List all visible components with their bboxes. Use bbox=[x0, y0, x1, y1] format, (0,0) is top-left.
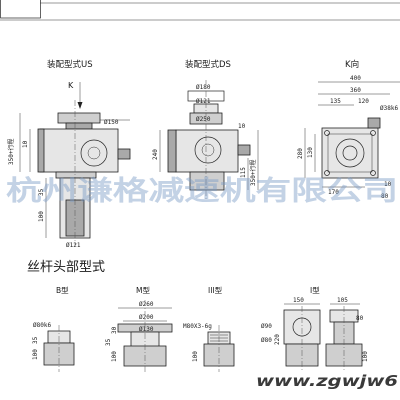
view-ds: 装配型式DS Ø180 Ø121 Ø250 240 115 350+行程 10 bbox=[152, 59, 259, 200]
i-dim-phi80: Ø80 bbox=[261, 337, 272, 344]
ds-dim-10: 10 bbox=[238, 123, 246, 130]
ds-dim-phi180: Ø180 bbox=[196, 84, 211, 91]
us-dim-10: 10 bbox=[22, 140, 29, 148]
k-arrow-label: K bbox=[68, 81, 74, 90]
us-top-flange bbox=[65, 122, 93, 130]
k-dim-130: 130 bbox=[307, 147, 314, 158]
type-b: B型 Ø80k6 100 35 bbox=[32, 286, 75, 372]
b-dim-phi80k6: Ø80k6 bbox=[33, 322, 51, 329]
k-bolt-hole-bl bbox=[324, 170, 330, 176]
k-dim-360: 360 bbox=[350, 87, 361, 94]
section-title: 丝杆头部型式 bbox=[27, 260, 105, 275]
b-dim-35: 35 bbox=[32, 336, 39, 344]
k-center-bore-inner bbox=[342, 145, 358, 161]
view-k-title: K向 bbox=[345, 59, 359, 70]
k-arrow-head bbox=[77, 102, 83, 109]
i-dim-105: 105 bbox=[337, 297, 348, 304]
watermark-company: 杭州谦格减速机有限公司 bbox=[6, 175, 398, 207]
view-us: 装配型式US K Ø150 350+行程 10 35 100 Ø121 bbox=[7, 59, 131, 249]
iii-dim-thread: M80X3-6g bbox=[183, 323, 212, 330]
ds-dim-350-stroke: 350+行程 bbox=[249, 160, 257, 186]
type-iii-label: III型 bbox=[208, 286, 223, 295]
k-bolt-hole-tr bbox=[370, 130, 376, 136]
b-block bbox=[43, 342, 75, 366]
view-us-title: 装配型式US bbox=[47, 59, 93, 70]
title-block-frame bbox=[0, 0, 400, 21]
us-input-shaft bbox=[117, 148, 131, 160]
type-i: I型 150 105 Ø90 Ø80 220 80 100 bbox=[261, 286, 369, 372]
k-shaft-stub bbox=[367, 117, 381, 129]
view-ds-title: 装配型式DS bbox=[185, 59, 231, 70]
i-dim-80: 80 bbox=[356, 315, 364, 322]
ds-dim-phi250: Ø250 bbox=[196, 116, 211, 123]
i-dim-phi90: Ø90 bbox=[261, 323, 272, 330]
ds-dim-phi121: Ø121 bbox=[196, 98, 211, 105]
i-dim-220: 220 bbox=[274, 334, 281, 345]
ds-bearing-circle bbox=[194, 136, 222, 164]
type-b-label: B型 bbox=[56, 286, 69, 295]
k-dim-170: 170 bbox=[328, 189, 339, 196]
us-side-flange bbox=[37, 128, 45, 173]
m-dim-phi130: Ø130 bbox=[139, 326, 154, 333]
ds-dim-115: 115 bbox=[240, 167, 247, 178]
k-dim-280: 280 bbox=[297, 148, 304, 159]
k-dim-135: 135 bbox=[330, 98, 341, 105]
m-dim-30: 30 bbox=[111, 326, 118, 334]
k-base-plate bbox=[321, 127, 379, 179]
us-dim-phi150: Ø150 bbox=[104, 119, 119, 126]
k-dim-10: 10 bbox=[384, 181, 392, 188]
k-bolt-hole-br bbox=[370, 170, 376, 176]
i-left-clevis bbox=[283, 309, 321, 345]
us-dim-350-stroke: 350+行程 bbox=[7, 139, 15, 165]
iii-dim-100: 100 bbox=[192, 351, 199, 362]
k-dim-400: 400 bbox=[350, 75, 361, 82]
k-center-bore-outer bbox=[335, 138, 365, 168]
type-i-label: I型 bbox=[310, 286, 320, 295]
k-dim-80: 80 bbox=[381, 193, 389, 200]
type-m: M型 Ø260 Ø200 Ø130 30 100 35 bbox=[105, 286, 173, 372]
us-gearbox-body bbox=[39, 128, 119, 173]
m-dim-phi260: Ø260 bbox=[139, 301, 154, 308]
k-bolt-hole-tl bbox=[324, 130, 330, 136]
us-dim-phi121: Ø121 bbox=[66, 242, 81, 249]
i-dim-100: 100 bbox=[362, 351, 369, 362]
ds-base bbox=[189, 171, 225, 191]
ds-dim-240: 240 bbox=[152, 149, 159, 160]
b-dim-100: 100 bbox=[32, 349, 39, 360]
us-bearing-inner bbox=[87, 146, 101, 160]
ds-bearing-inner bbox=[201, 143, 215, 157]
us-dim-100: 100 bbox=[38, 211, 45, 222]
view-k: K向 400 360 135 120 Ø38k6 280 130 170 80 … bbox=[297, 59, 400, 200]
i-dim-150: 150 bbox=[293, 297, 304, 304]
us-bearing-circle bbox=[80, 139, 108, 167]
us-top-plate bbox=[57, 112, 101, 124]
ds-input-shaft bbox=[237, 144, 251, 156]
m-dim-35: 35 bbox=[105, 338, 112, 346]
type-m-label: M型 bbox=[136, 286, 150, 295]
k-inner-plate bbox=[327, 133, 373, 173]
m-dim-phi200: Ø200 bbox=[139, 314, 154, 321]
type-iii: III型 M80X3-6g 100 bbox=[183, 286, 235, 372]
k-dim-120: 120 bbox=[358, 98, 369, 105]
ds-gearbox-body bbox=[175, 129, 239, 173]
k-dim-phi38k6: Ø38k6 bbox=[380, 105, 398, 112]
m-dim-100: 100 bbox=[111, 351, 118, 362]
ds-side-flange bbox=[167, 129, 177, 173]
us-dim-35: 35 bbox=[38, 188, 45, 196]
watermark-url: www.zgwjw6 bbox=[256, 372, 398, 390]
